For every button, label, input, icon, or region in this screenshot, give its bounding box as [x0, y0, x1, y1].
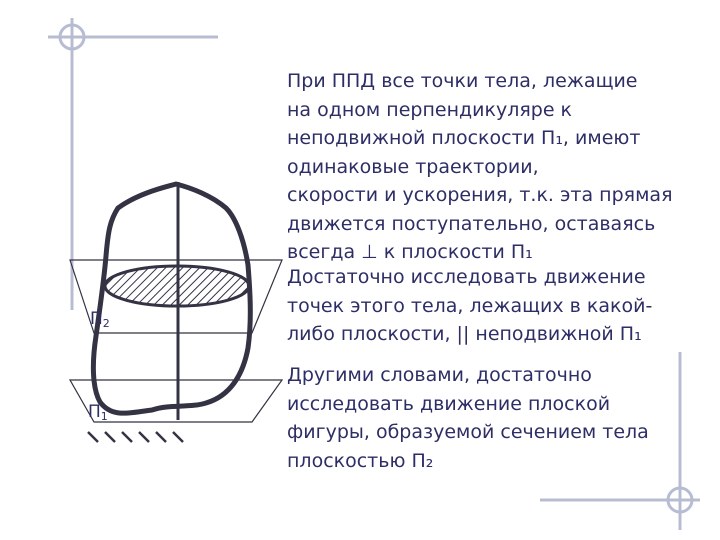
plane-lower	[68, 379, 284, 423]
plane-upper-label: П2	[90, 309, 110, 330]
paragraph-plane-figure: Другими словами, достаточно исследовать …	[287, 364, 649, 472]
paragraph-parallel-plane: Достаточно исследовать движение точек эт…	[287, 266, 653, 345]
frame-top-circle	[58, 23, 86, 51]
body-outline	[90, 181, 253, 416]
frame-bottom-circle	[666, 486, 694, 514]
paragraph-translational-motion: При ППД все точки тела, лежащие на одном…	[287, 70, 673, 263]
frame-decoration	[48, 18, 700, 530]
plane-lower-hatch	[87, 431, 184, 443]
body-drawing	[68, 181, 284, 443]
plane-lower-label: П1	[88, 402, 108, 423]
